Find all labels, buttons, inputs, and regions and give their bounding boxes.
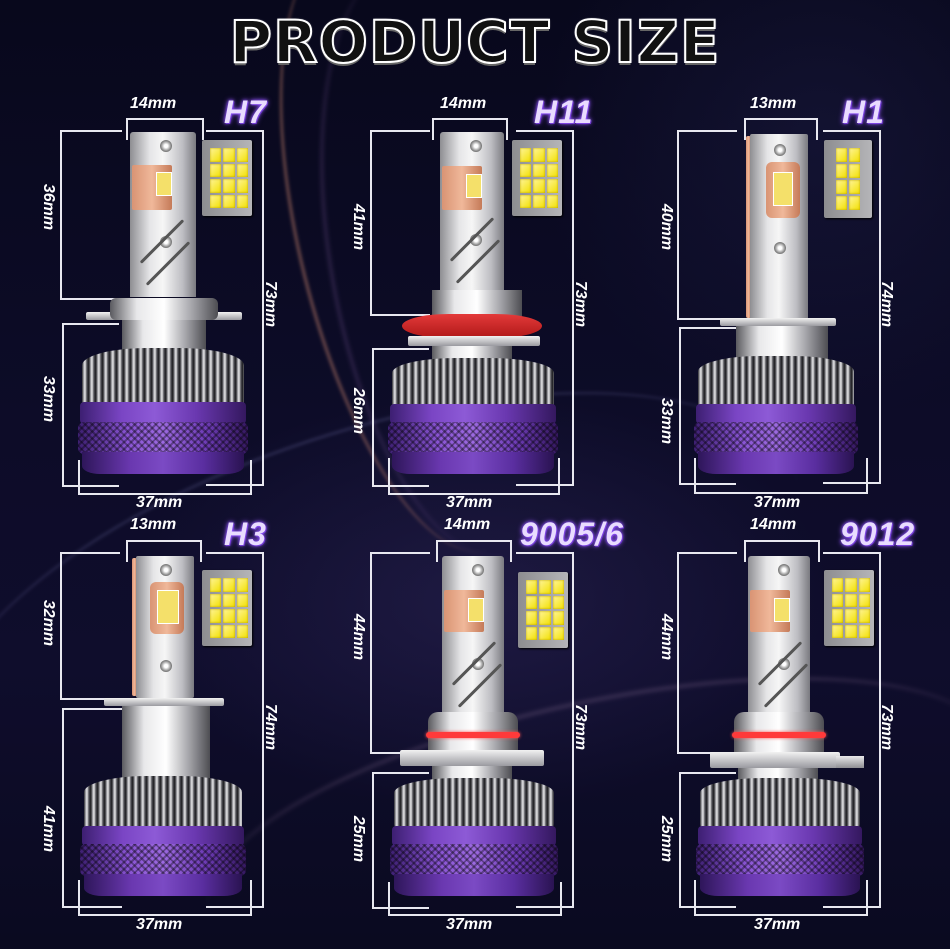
top-width-label: 14mm: [440, 95, 487, 112]
upper-height-bracket: [60, 130, 122, 300]
total-height-label: 73mm: [572, 703, 589, 751]
lower-height-label: 25mm: [658, 815, 675, 863]
model-label: H3: [224, 516, 267, 552]
bulb-card-h11: H11 14mm 41mm 26mm 73mm 37mm: [340, 90, 650, 511]
top-width-bracket: [126, 118, 204, 140]
upper-height-bracket: [677, 130, 737, 320]
top-width-bracket: [126, 540, 202, 562]
led-chip-closeup: [824, 140, 872, 218]
top-width-bracket: [744, 118, 818, 140]
lower-height-bracket: [62, 323, 119, 487]
led-chip-closeup: [202, 140, 252, 216]
total-height-label: 73mm: [262, 280, 279, 328]
top-width-bracket: [432, 118, 508, 140]
base-width-bracket: [694, 458, 868, 494]
upper-height-label: 44mm: [350, 613, 367, 661]
bulb-card-9012: 9012 14mm 44mm 25mm 73mm 37mm: [650, 510, 950, 933]
top-width-label: 13mm: [750, 95, 797, 112]
base-width-bracket: [388, 458, 560, 495]
total-height-label: 74mm: [262, 703, 279, 751]
led-chip-closeup: [202, 570, 252, 646]
total-height-label: 74mm: [878, 280, 895, 328]
total-height-label: 73mm: [878, 703, 895, 751]
upper-height-label: 32mm: [40, 599, 57, 647]
upper-height-label: 40mm: [658, 203, 675, 251]
base-width-bracket: [388, 882, 562, 916]
model-label: H1: [842, 94, 885, 130]
lower-height-label: 33mm: [40, 375, 57, 423]
upper-height-bracket: [370, 552, 430, 754]
total-height-bracket: [516, 552, 574, 908]
lower-height-bracket: [62, 708, 122, 908]
top-width-label: 14mm: [130, 95, 177, 112]
upper-height-bracket: [370, 130, 430, 316]
upper-height-label: 44mm: [658, 613, 675, 661]
top-width-label: 14mm: [750, 516, 797, 533]
led-chip-closeup: [518, 572, 568, 648]
total-height-bracket: [516, 130, 574, 486]
upper-height-label: 36mm: [40, 183, 57, 231]
page-title: PRODUCT SIZE: [228, 7, 721, 77]
top-width-label: 13mm: [130, 516, 177, 533]
base-width-label: 37mm: [446, 916, 493, 933]
led-chip-closeup: [512, 140, 562, 216]
total-height-bracket: [206, 552, 264, 908]
upper-height-bracket: [677, 552, 737, 754]
total-height-bracket: [823, 130, 881, 484]
lower-height-bracket: [679, 327, 736, 485]
model-label: H7: [224, 94, 267, 130]
base-width-label: 37mm: [136, 916, 183, 933]
base-width-bracket: [78, 460, 252, 495]
base-width-label: 37mm: [754, 916, 801, 933]
bulb-card-h3: H3 13mm 32mm 41mm 74mm 37mm: [30, 510, 340, 933]
lower-height-label: 33mm: [658, 397, 675, 445]
upper-height-label: 41mm: [350, 203, 367, 251]
top-width-bracket: [744, 540, 820, 562]
base-width-label: 37mm: [446, 494, 493, 511]
base-width-bracket: [78, 880, 252, 916]
total-height-bracket: [823, 552, 881, 908]
upper-height-bracket: [60, 552, 120, 700]
base-width-bracket: [694, 880, 868, 916]
bulb-card-h1: H1 13mm 40mm 33mm 74mm 37mm: [650, 90, 950, 511]
base-width-label: 37mm: [754, 494, 801, 511]
lower-height-bracket: [679, 772, 736, 908]
base-width-label: 37mm: [136, 494, 183, 511]
model-label: H11: [534, 94, 594, 130]
bulb-card-9005-6: 9005/6 14mm 44mm 25mm 73mm 37mm: [340, 510, 650, 933]
model-label: 9005/6: [520, 516, 624, 552]
lower-height-bracket: [372, 348, 429, 487]
lower-height-bracket: [372, 772, 429, 909]
led-chip-closeup: [824, 570, 874, 646]
lower-height-label: 26mm: [350, 387, 367, 435]
model-label: 9012: [840, 516, 916, 552]
top-width-bracket: [436, 540, 512, 562]
lower-height-label: 25mm: [350, 815, 367, 863]
total-height-label: 73mm: [572, 280, 589, 328]
bulb-card-h7: H7 14mm 36mm 33mm 73mm 37mm: [30, 90, 340, 511]
top-width-label: 14mm: [444, 516, 491, 533]
lower-height-label: 41mm: [40, 805, 57, 853]
total-height-bracket: [206, 130, 264, 486]
